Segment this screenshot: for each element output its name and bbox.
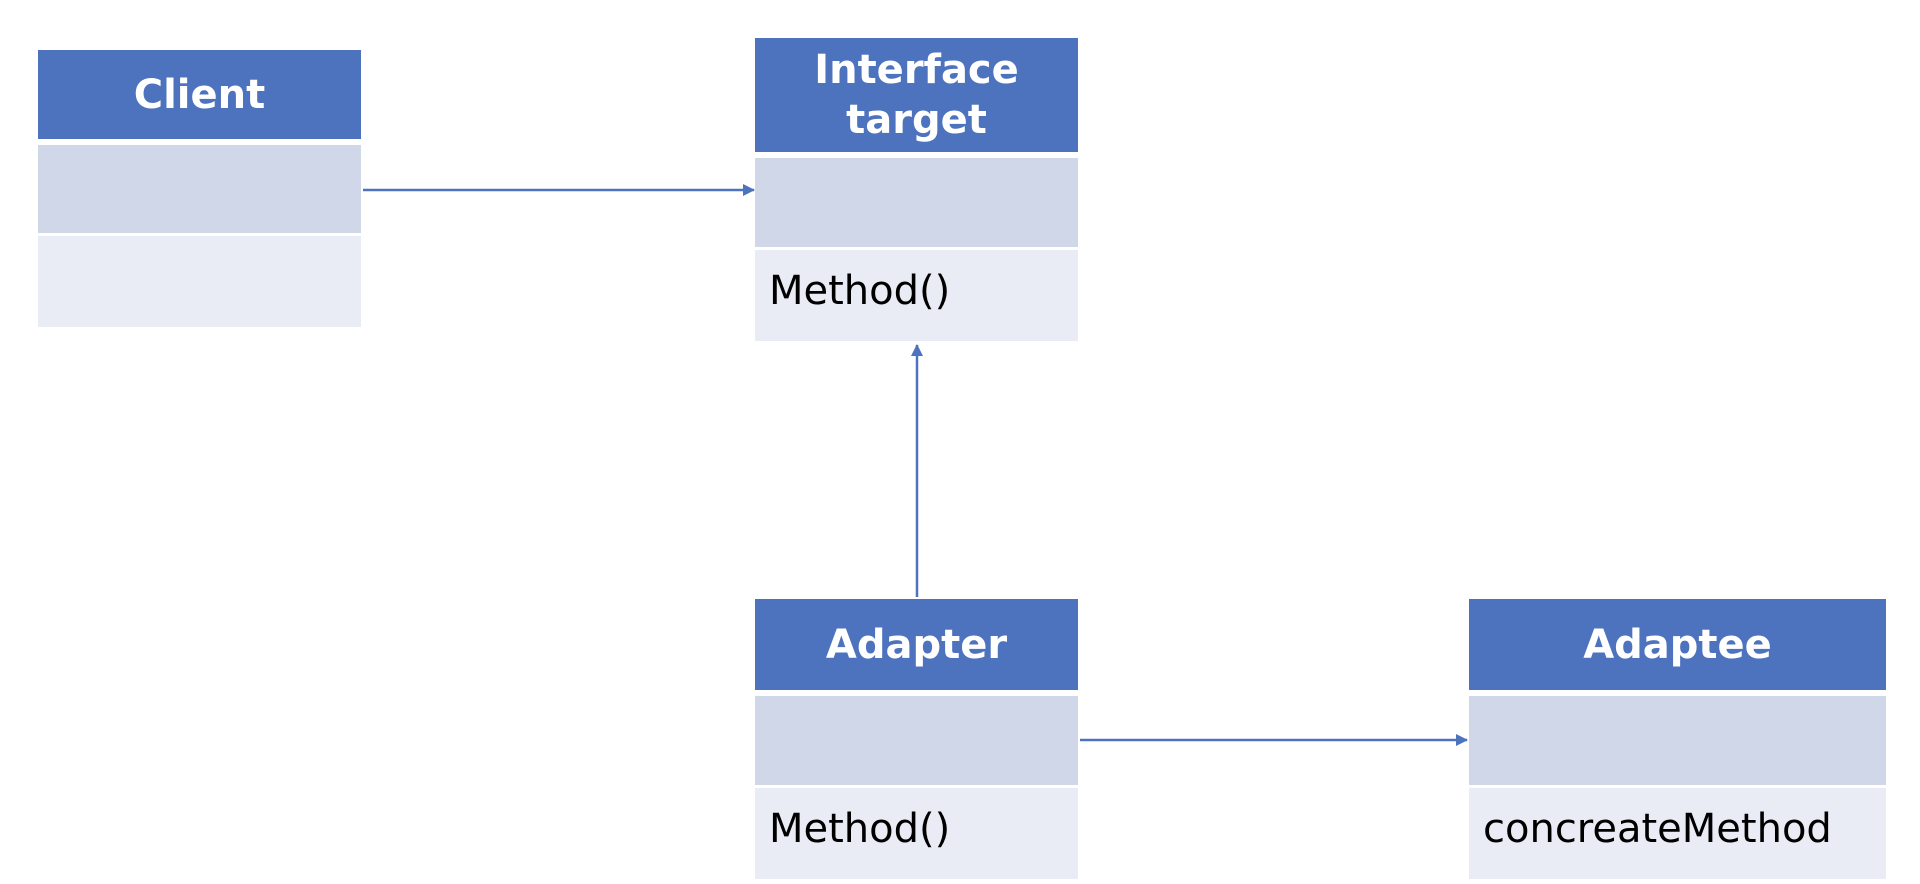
adaptee-class-box: Adaptee concreateMethod xyxy=(1469,599,1886,879)
interface-target-operations-compartment: Method() xyxy=(755,250,1078,341)
interface-target-attributes-compartment xyxy=(755,158,1078,247)
client-class-box: Client xyxy=(38,50,361,327)
interface-target-class-name: Interface target xyxy=(755,38,1078,152)
adapter-class-name: Adapter xyxy=(755,599,1078,690)
client-class-name: Client xyxy=(38,50,361,139)
adapter-attributes-compartment xyxy=(755,696,1078,785)
interface-target-class-box: Interface target Method() xyxy=(755,38,1078,341)
adaptee-operations-compartment: concreateMethod xyxy=(1469,788,1886,879)
adapter-operations-compartment: Method() xyxy=(755,788,1078,879)
adapter-class-box: Adapter Method() xyxy=(755,599,1078,879)
client-operations-compartment xyxy=(38,236,361,327)
adaptee-class-name: Adaptee xyxy=(1469,599,1886,690)
client-attributes-compartment xyxy=(38,145,361,233)
adaptee-attributes-compartment xyxy=(1469,696,1886,785)
